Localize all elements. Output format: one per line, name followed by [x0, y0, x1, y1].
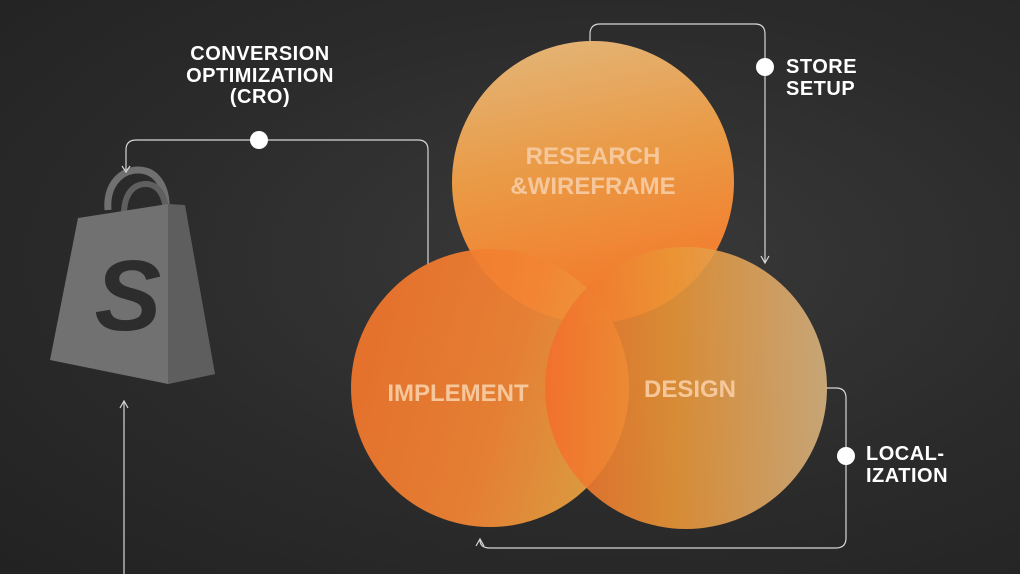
implement-label: IMPLEMENT — [387, 380, 529, 407]
design-label: DESIGN — [644, 376, 736, 403]
cro-label-line: CONVERSION — [190, 43, 330, 65]
localization-label-line: LOCAL- — [866, 443, 945, 465]
cro-node — [250, 131, 268, 149]
logo-letter: S — [95, 240, 162, 352]
research-label-line2: &WIREFRAME — [510, 173, 675, 200]
cro-label-line: (CRO) — [229, 86, 291, 109]
store-setup-label: STORE SETUP — [786, 56, 858, 100]
implement-circle — [351, 249, 629, 527]
store-setup-label-line: STORE — [786, 56, 858, 78]
cro-label-line: OPTIMIZATION — [186, 64, 334, 87]
localization-node — [837, 447, 855, 465]
shopping-bag-logo-icon: S — [50, 166, 215, 384]
localization-label: LOCAL- IZATION — [866, 443, 949, 487]
store-setup-label-line: SETUP — [786, 77, 856, 100]
localization-label-line: IZATION — [866, 464, 949, 487]
store-setup-node — [756, 58, 774, 76]
cro-label: CONVERSION OPTIMIZATION (CRO) — [160, 43, 360, 109]
connector-lines — [119, 23, 847, 574]
design-circle — [545, 247, 827, 529]
research-label-line1: RESEARCH — [526, 143, 661, 170]
